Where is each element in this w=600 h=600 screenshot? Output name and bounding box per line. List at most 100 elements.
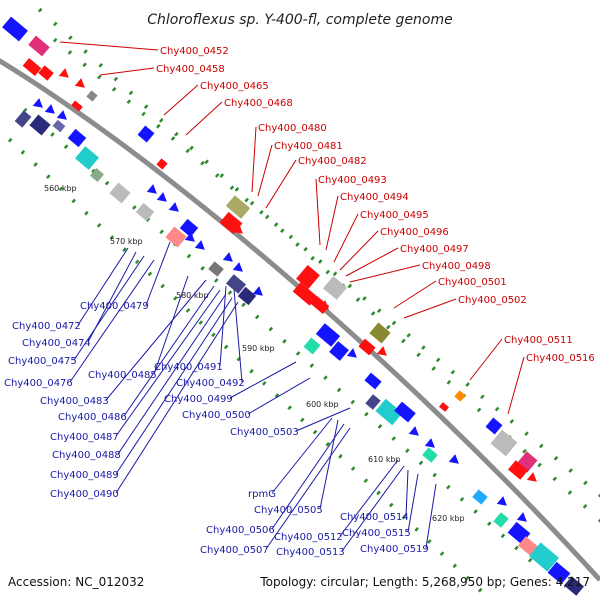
tick-mark	[126, 99, 132, 104]
tick-mark	[185, 148, 191, 154]
tick-mark	[332, 271, 338, 277]
gene-feature	[296, 264, 320, 290]
gene-label: Chy400_0465	[200, 81, 269, 92]
tick-mark	[465, 575, 470, 581]
tick-mark	[282, 338, 287, 344]
label-leader	[315, 178, 321, 246]
tick-mark	[200, 265, 205, 271]
label-leader	[333, 213, 359, 263]
tick-mark	[414, 527, 419, 532]
tick-mark	[303, 246, 308, 252]
gene-feature	[38, 65, 54, 81]
label-leader	[219, 285, 227, 367]
gene-arrow	[526, 472, 537, 482]
tick-mark	[98, 62, 103, 68]
tick-mark	[473, 509, 478, 514]
tick-mark	[223, 344, 229, 350]
tick-mark	[122, 247, 127, 252]
label-leader	[341, 465, 405, 552]
tick-mark	[229, 185, 235, 191]
gene-feature	[137, 125, 155, 143]
tick-mark	[261, 381, 267, 386]
gene-feature	[22, 58, 42, 76]
tick-mark	[336, 387, 342, 393]
tick-mark	[401, 514, 407, 520]
tick-mark	[323, 375, 328, 381]
gene-arrow	[32, 98, 43, 108]
gene-arrow	[44, 104, 55, 114]
gene-feature	[322, 276, 348, 300]
gene-label: Chy400_0515	[342, 528, 411, 539]
tick-mark	[522, 448, 527, 454]
gene-feature	[29, 114, 51, 136]
tick-mark	[386, 324, 391, 330]
tick-mark	[552, 476, 558, 482]
tick-mark	[173, 295, 178, 301]
tick-mark	[325, 441, 331, 447]
gene-feature	[518, 536, 538, 556]
gene-label: Chy400_0489	[50, 470, 119, 481]
tick-mark	[147, 271, 153, 277]
label-leader	[145, 241, 171, 306]
label-leader	[403, 298, 457, 319]
tick-mark	[427, 539, 432, 544]
tick-mark	[185, 308, 191, 313]
tick-marks	[7, 7, 600, 593]
tick-mark	[363, 478, 369, 484]
gene-arrow	[408, 426, 419, 436]
tick-mark	[300, 417, 305, 423]
gene-label: Chy400_0483	[40, 396, 109, 407]
gene-arrow	[232, 224, 243, 234]
tick-mark	[567, 490, 573, 495]
tick-mark	[370, 311, 376, 316]
gene-feature	[493, 512, 509, 528]
gene-label: Chy400_0468	[224, 98, 293, 109]
gene-feature	[28, 35, 50, 57]
tick-mark	[37, 7, 43, 13]
gene-feature	[454, 390, 466, 402]
tick-mark	[156, 123, 161, 129]
gene-feature	[508, 460, 528, 480]
tick-mark	[7, 137, 13, 143]
gene-label: Chy400_0488	[52, 450, 121, 461]
gene-label: Chy400_0479	[80, 301, 149, 312]
kbp-tick-label: 620 kbp	[432, 514, 465, 523]
gene-feature	[375, 398, 403, 426]
label-leader	[163, 84, 199, 116]
tick-mark	[477, 587, 483, 593]
gene-feature	[365, 394, 381, 410]
gene-label: Chy400_0482	[298, 156, 367, 167]
label-leader	[59, 41, 159, 51]
tick-mark	[355, 297, 361, 302]
gene-label: Chy400_0486	[58, 412, 127, 423]
gene-feature	[358, 338, 376, 356]
label-leader	[349, 264, 421, 283]
tick-mark	[288, 234, 294, 240]
tick-mark	[338, 454, 343, 459]
label-leader	[295, 407, 351, 432]
gene-label: Chy400_0501	[438, 277, 507, 288]
gene-label: Chy400_0476	[4, 378, 73, 389]
tick-mark	[421, 345, 426, 350]
tick-mark	[189, 145, 194, 151]
map-title: Chloroflexus sp. Y-400-fl, complete geno…	[147, 12, 453, 28]
tick-mark	[249, 368, 254, 374]
tick-mark	[435, 357, 441, 363]
label-leader	[425, 483, 437, 549]
gene-feature	[472, 489, 488, 505]
tick-mark	[213, 278, 219, 283]
label-leader	[393, 280, 437, 309]
tick-mark	[219, 173, 225, 178]
tick-mark	[568, 468, 573, 473]
tick-mark	[46, 174, 51, 179]
gene-arrow	[58, 68, 69, 78]
genome-backbone	[0, 58, 600, 582]
tick-mark	[198, 320, 203, 325]
bottom-gene-labels: Chy400_0479Chy400_0472Chy400_0474Chy400_…	[4, 241, 437, 558]
tick-mark	[111, 87, 117, 92]
gene-feature	[109, 182, 131, 204]
tick-mark	[459, 497, 465, 502]
tick-mark	[364, 411, 369, 417]
tick-mark	[244, 197, 249, 203]
gene-label: Chy400_0503	[230, 427, 299, 438]
